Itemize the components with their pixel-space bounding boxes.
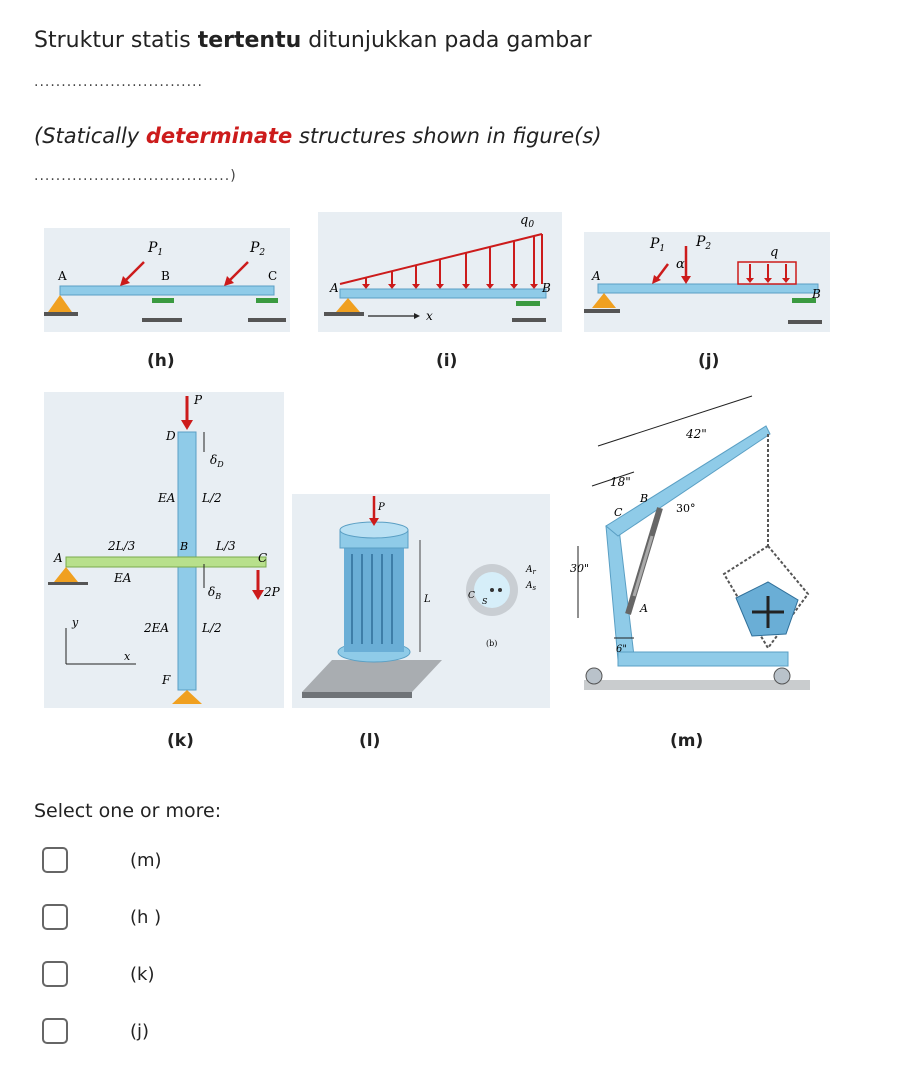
l-S: S: [482, 597, 488, 606]
l-C: C: [468, 591, 475, 601]
figure-l: P L Ar As C S (b): [292, 494, 550, 708]
option-m[interactable]: (m): [42, 843, 242, 877]
figure-h-label: (h): [147, 351, 175, 371]
j-P1: P1: [649, 236, 665, 254]
m-A: A: [639, 602, 648, 615]
i-load-arrows: [365, 236, 535, 286]
k-L2a: L/2: [201, 491, 222, 505]
figure-m-label: (m): [670, 731, 704, 751]
select-prompt: Select one or more:: [34, 800, 222, 822]
j-B: B: [811, 287, 821, 301]
figure-h: P1 P2 A B C: [44, 228, 290, 332]
k-2EA: 2EA: [143, 621, 169, 635]
l-L: L: [423, 594, 431, 605]
option-j-label: (j): [130, 1020, 150, 1042]
question-text-1b: tertentu: [197, 28, 302, 53]
checkbox-m[interactable]: [42, 847, 68, 873]
k-A: A: [53, 551, 63, 565]
figure-i-label: (i): [436, 351, 458, 371]
m-30: 30": [570, 562, 589, 575]
figure-k: P D δD EA L/2 2L/3 B L/3 A C EA δB 2P y …: [44, 392, 284, 708]
k-2L3: 2L/3: [107, 539, 136, 553]
k-deltaB: δB: [208, 585, 221, 601]
i-q0: q0: [520, 213, 534, 230]
j-alpha: α: [676, 257, 685, 272]
figure-k-label: (k): [167, 731, 194, 751]
k-x: x: [124, 650, 131, 663]
m-6: 6": [616, 644, 627, 655]
j-q: q: [770, 245, 778, 260]
i-x: x: [426, 309, 433, 323]
k-F: F: [161, 673, 171, 687]
question-text-2a: (Statically: [34, 124, 146, 148]
option-j[interactable]: (j): [42, 1014, 242, 1048]
question-text-1c: ditunjukkan pada gambar: [301, 28, 592, 53]
m-C: C: [614, 506, 623, 519]
figure-j-label: (j): [698, 351, 720, 371]
m-42: 42": [685, 427, 707, 441]
l-b: (b): [486, 639, 497, 648]
k-D: D: [165, 429, 176, 443]
option-k-label: (k): [130, 963, 155, 985]
blank-line-2: ....................................): [34, 168, 237, 184]
l-Ar: Ar: [525, 565, 537, 576]
k-P: P: [193, 393, 203, 407]
blank-line-1: ...............................: [34, 74, 203, 90]
m-30top: 30°: [676, 502, 696, 515]
h-B: B: [161, 269, 170, 283]
checkbox-h[interactable]: [42, 904, 68, 930]
h-C: C: [268, 269, 277, 283]
l-P: P: [377, 502, 385, 513]
k-y: y: [71, 616, 79, 629]
question-text-2b: determinate: [145, 124, 293, 148]
checkbox-k[interactable]: [42, 961, 68, 987]
k-L2b: L/2: [201, 621, 222, 635]
k-B: B: [179, 540, 188, 553]
k-deltaD: δD: [210, 453, 224, 469]
j-P2: P2: [695, 234, 711, 252]
h-A: A: [57, 269, 67, 283]
figure-l-label: (l): [359, 731, 381, 751]
figure-m: 42" 18" B C 30° 30" A 6": [556, 386, 810, 692]
question-line-2: (Statically determinate structures shown…: [34, 124, 602, 148]
k-C: C: [258, 551, 267, 565]
h-P1: P1: [147, 240, 163, 258]
m-18: 18": [610, 475, 631, 489]
figure-j: P1 P2 α q A B: [584, 232, 830, 332]
option-h[interactable]: (h ): [42, 900, 242, 934]
m-B: B: [639, 492, 648, 505]
h-P2: P2: [249, 240, 265, 258]
k-EA: EA: [157, 491, 176, 505]
k-L3: L/3: [215, 539, 236, 553]
k-2P: 2P: [263, 585, 281, 599]
l-As: As: [525, 581, 537, 592]
i-A: A: [329, 281, 339, 295]
question-text-2c: structures shown in figure(s): [292, 124, 602, 148]
k-EA2: EA: [113, 571, 132, 585]
option-m-label: (m): [130, 849, 162, 871]
figure-i: q0 A B x: [318, 212, 562, 332]
option-h-label: (h ): [130, 906, 162, 928]
option-k[interactable]: (k): [42, 957, 242, 991]
question-line-1: Struktur statis tertentu ditunjukkan pad…: [34, 28, 592, 53]
i-B: B: [541, 281, 551, 295]
j-A: A: [591, 269, 601, 283]
question-text-1a: Struktur statis: [34, 28, 198, 53]
checkbox-j[interactable]: [42, 1018, 68, 1044]
